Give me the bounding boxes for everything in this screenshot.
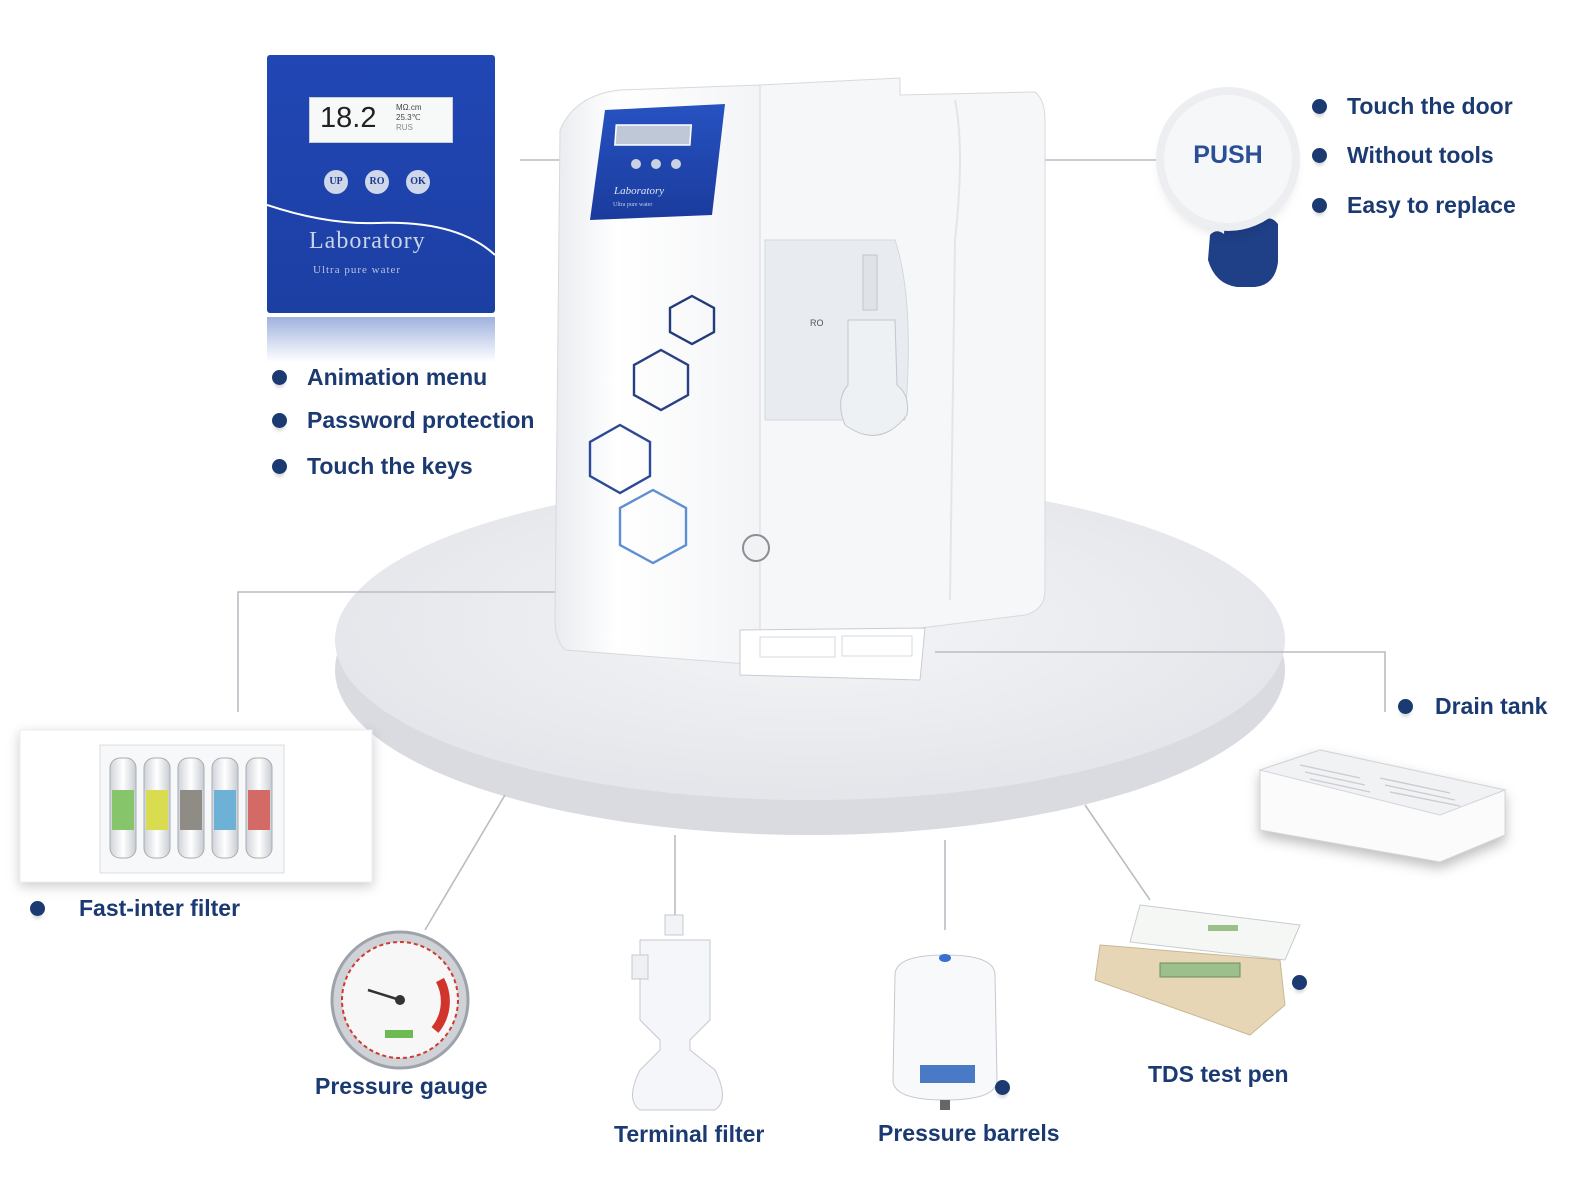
bullet-icon	[995, 1080, 1010, 1095]
panel-brand-subtitle: Ultra pure water	[313, 264, 402, 276]
bullet-icon	[1312, 148, 1327, 163]
label-terminal-filter: Terminal filter	[614, 1121, 765, 1147]
display-value: 18.2	[320, 102, 377, 134]
feature-easy-to-replace: Easy to replace	[1312, 192, 1516, 219]
label-pressure-gauge: Pressure gauge	[315, 1073, 488, 1099]
bullet-icon	[1292, 975, 1307, 990]
panel-brand-title: Laboratory	[309, 228, 426, 254]
display-unit-line-2: 25.3℃	[396, 113, 421, 122]
bullet-icon	[272, 370, 287, 385]
pressure-barrel-image	[892, 954, 998, 1110]
push-button[interactable]: PUSH	[1164, 95, 1292, 223]
machine-panel-subtitle: Ultra pure water	[613, 202, 652, 208]
bullet-icon	[1398, 699, 1413, 714]
machine-panel-title: Laboratory	[613, 185, 664, 197]
terminal-filter-image	[631, 914, 723, 1111]
tds-test-pen-image	[1094, 904, 1301, 1036]
panel-reflection	[267, 317, 495, 362]
feature-touch-the-door: Touch the door	[1312, 93, 1513, 120]
feature-touch-the-keys: Touch the keys	[272, 453, 473, 480]
hand-pointer-icon	[1208, 175, 1278, 287]
feature-animation-menu: Animation menu	[272, 364, 487, 391]
display-unit-line-1: MΩ.cm	[396, 103, 422, 112]
water-purifier-machine: RO Laboratory Ultra pure water	[554, 77, 1046, 681]
lcd-display: 18.2 MΩ.cm 25.3℃ RUS	[309, 97, 453, 143]
ro-label: RO	[810, 318, 824, 328]
drain-tank-image	[1258, 749, 1507, 863]
bullet-icon	[30, 901, 45, 916]
label-drain-tank: Drain tank	[1398, 693, 1547, 720]
feature-without-tools: Without tools	[1312, 142, 1494, 169]
fast-inter-filter-image	[19, 729, 373, 883]
ok-button[interactable]: OK	[406, 170, 430, 194]
bullet-icon	[272, 413, 287, 428]
label-tds-test-pen: TDS test pen	[1148, 1061, 1289, 1087]
pressure-gauge-image	[330, 930, 470, 1070]
bullet-icon	[1312, 198, 1327, 213]
bullet-icon	[1312, 99, 1327, 114]
label-fast-inter-filter: Fast-inter filter	[30, 895, 240, 922]
feature-password-protection: Password protection	[272, 407, 534, 434]
display-unit-line-3: RUS	[396, 123, 413, 132]
control-panel-zoom: 18.2 MΩ.cm 25.3℃ RUS UP RO OK Laboratory…	[267, 55, 495, 313]
ro-button[interactable]: RO	[365, 170, 389, 194]
bullet-icon	[272, 459, 287, 474]
push-label: PUSH	[1193, 141, 1263, 169]
up-button[interactable]: UP	[324, 170, 348, 194]
label-pressure-barrels: Pressure barrels	[878, 1120, 1060, 1146]
panel-wave	[267, 204, 495, 256]
